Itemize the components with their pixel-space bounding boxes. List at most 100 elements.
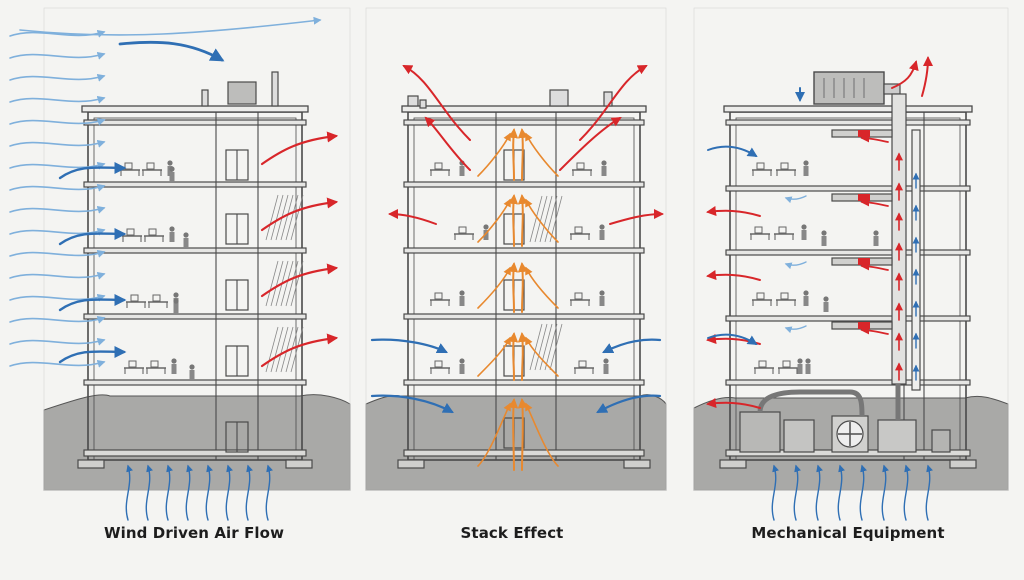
- desk-monitor: [150, 360, 159, 368]
- occupant-head: [601, 160, 607, 166]
- cool-air-arrow-icon: [58, 227, 127, 246]
- desk-monitor: [130, 294, 139, 302]
- pump-unit: [931, 429, 951, 453]
- rising-air-arrow-icon: [165, 464, 173, 521]
- workstation-icon: [774, 226, 794, 240]
- elevator-door-icon: [225, 213, 249, 245]
- occupant-body: [599, 296, 605, 306]
- panel-frame: [365, 7, 667, 491]
- cool-air-arrow-icon: [9, 139, 106, 148]
- air-handler-unit: [877, 419, 917, 453]
- rising-air-arrow-icon: [508, 398, 519, 471]
- chiller-unit: [783, 419, 815, 453]
- floor-slab: [403, 247, 645, 254]
- warm-air-arrow-icon: [860, 197, 889, 207]
- cool-air-arrow-icon: [9, 73, 106, 82]
- occupant-body: [169, 232, 175, 242]
- rising-air-arrow-icon: [477, 402, 511, 467]
- desk-monitor: [758, 360, 767, 368]
- rising-air-arrow-icon: [859, 464, 867, 521]
- occupant-icon: [167, 160, 173, 176]
- occupant-head: [189, 364, 195, 370]
- boiler-unit: [739, 411, 781, 453]
- elevator-door-icon: [225, 421, 249, 453]
- rising-air-arrow-icon: [525, 266, 559, 309]
- warm-air-arrow-icon: [860, 325, 889, 335]
- floor-slab: [725, 119, 971, 126]
- building-inner-wall: [735, 117, 961, 461]
- cool-air-arrow-icon: [9, 315, 106, 324]
- cool-air-arrow-icon: [9, 205, 106, 214]
- panel-frame: [43, 7, 351, 491]
- cool-air-arrow-icon: [707, 145, 758, 158]
- occupant-body: [873, 236, 879, 246]
- occupant-head: [183, 232, 189, 238]
- desk-monitor: [146, 162, 155, 170]
- roof-equipment: [603, 91, 613, 107]
- cool-air-arrow-icon: [596, 394, 662, 414]
- rising-air-arrow-icon: [185, 464, 193, 521]
- floor-slab: [725, 185, 971, 192]
- warm-air-arrow-icon: [706, 398, 761, 409]
- workstation-icon: [122, 228, 142, 242]
- stair-tread: [544, 323, 558, 371]
- desk-monitor: [754, 226, 763, 234]
- rising-air-arrow-icon: [508, 128, 519, 181]
- cool-air-arrow-icon: [784, 261, 807, 270]
- occupant-icon: [603, 358, 609, 374]
- workstation-icon: [430, 360, 450, 374]
- floor-slab: [83, 119, 307, 126]
- workstation-icon: [752, 292, 772, 306]
- desk-monitor: [576, 162, 585, 170]
- stair-tread: [534, 323, 548, 371]
- occupant-icon: [171, 358, 177, 374]
- stair-tread: [265, 260, 279, 307]
- cool-air-arrow-icon: [58, 345, 127, 364]
- warm-air-arrow-icon: [609, 209, 664, 225]
- stair-tread: [270, 194, 284, 241]
- occupant-icon: [805, 358, 811, 374]
- workstation-icon: [124, 360, 144, 374]
- stair-tread: [549, 195, 563, 243]
- roof-slab: [81, 105, 309, 113]
- building-inner-wall: [413, 117, 635, 461]
- occupant-icon: [821, 230, 827, 246]
- cool-air-arrow-icon: [9, 161, 106, 170]
- building-layer: [77, 71, 977, 469]
- ground-wind-panel: [43, 394, 351, 491]
- workstation-icon: [454, 226, 474, 240]
- workstation-icon: [574, 360, 594, 374]
- desk-monitor: [148, 228, 157, 236]
- workstation-icon: [778, 360, 798, 374]
- occupant-head: [459, 290, 465, 296]
- warm-air-arrow-icon: [860, 261, 889, 271]
- occupant-body: [599, 230, 605, 240]
- footing-left: [77, 459, 105, 469]
- fan-unit-icon: [831, 415, 869, 453]
- warm-air-arrow-icon: [891, 60, 919, 89]
- desk-monitor: [458, 226, 467, 234]
- supply-diffuser: [858, 130, 870, 137]
- stair-tread: [270, 326, 284, 373]
- occupant-body: [173, 304, 179, 314]
- workstation-icon: [126, 294, 146, 308]
- stair-tread: [544, 195, 558, 243]
- basement-slab: [83, 449, 307, 457]
- occupant-body: [803, 296, 809, 306]
- occupant-body: [459, 296, 465, 306]
- desk-monitor: [434, 292, 443, 300]
- cool-air-arrow-icon: [784, 325, 807, 334]
- stair-tread: [534, 195, 548, 243]
- cool-air-arrow-icon: [58, 293, 127, 312]
- rising-air-arrow-icon: [925, 464, 933, 521]
- rising-air-arrow-icon: [125, 464, 133, 521]
- occupant-head: [483, 224, 489, 230]
- roof-slab: [723, 105, 973, 113]
- occupant-body: [459, 166, 465, 176]
- floor-slab: [725, 249, 971, 256]
- footing-left: [719, 459, 747, 469]
- occupant-body: [483, 230, 489, 240]
- cool-air-arrow-icon: [9, 337, 106, 346]
- warm-air-arrow-icon: [706, 270, 761, 281]
- rooftop-box: [227, 81, 257, 105]
